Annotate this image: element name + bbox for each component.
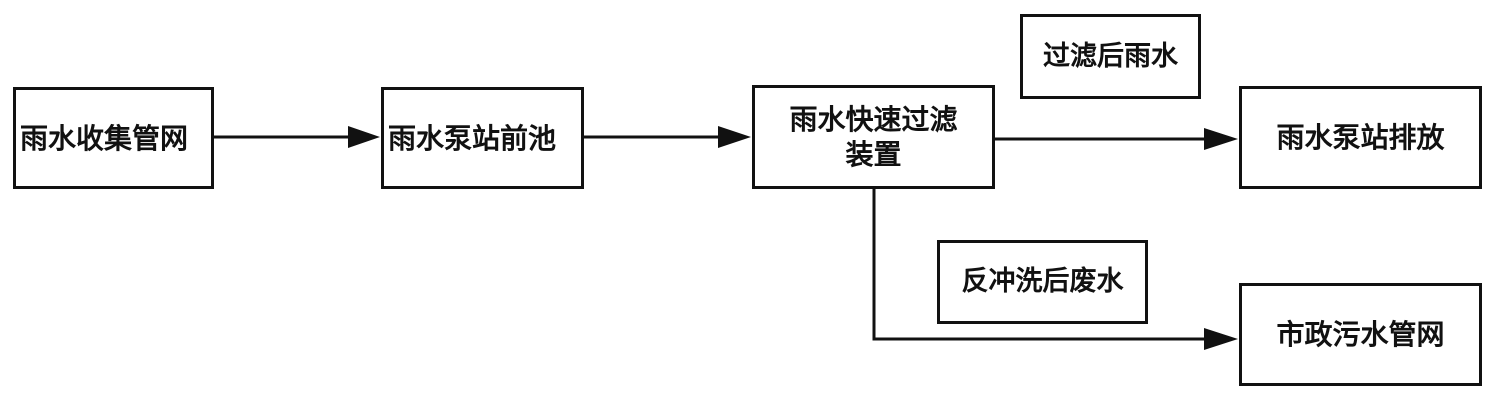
node-label: 雨水收集管网 [20, 121, 189, 155]
node-label-group: 雨水快速过滤 装置 [789, 102, 957, 172]
node-pump-station-discharge: 雨水泵站排放 [1239, 86, 1482, 189]
node-label: 雨水泵站前池 [388, 121, 557, 155]
node-label-line2: 装置 [845, 138, 902, 171]
node-municipal-sewer-network: 市政污水管网 [1239, 283, 1482, 386]
edge-label-text: 过滤后雨水 [1043, 40, 1178, 72]
edge-label-text: 反冲洗后废水 [961, 266, 1124, 298]
edge-filter-to-sewer [872, 189, 1208, 341]
node-label-line1: 雨水快速过滤 [789, 103, 958, 136]
edge-label-backwash-wastewater: 反冲洗后废水 [937, 240, 1148, 324]
node-rainwater-collection-network: 雨水收集管网 [13, 87, 214, 189]
node-pump-station-forebay: 雨水泵站前池 [381, 87, 584, 189]
node-rapid-filter-device: 雨水快速过滤 装置 [752, 85, 995, 189]
node-label: 市政污水管网 [1276, 318, 1445, 351]
arrowhead-pond [348, 126, 380, 148]
node-label: 雨水泵站排放 [1276, 121, 1445, 154]
arrowhead-discharge [1204, 128, 1238, 150]
edge-label-filtered-rainwater: 过滤后雨水 [1020, 14, 1201, 99]
arrowhead-sewer [1204, 328, 1238, 350]
arrowhead-filter [718, 126, 751, 148]
